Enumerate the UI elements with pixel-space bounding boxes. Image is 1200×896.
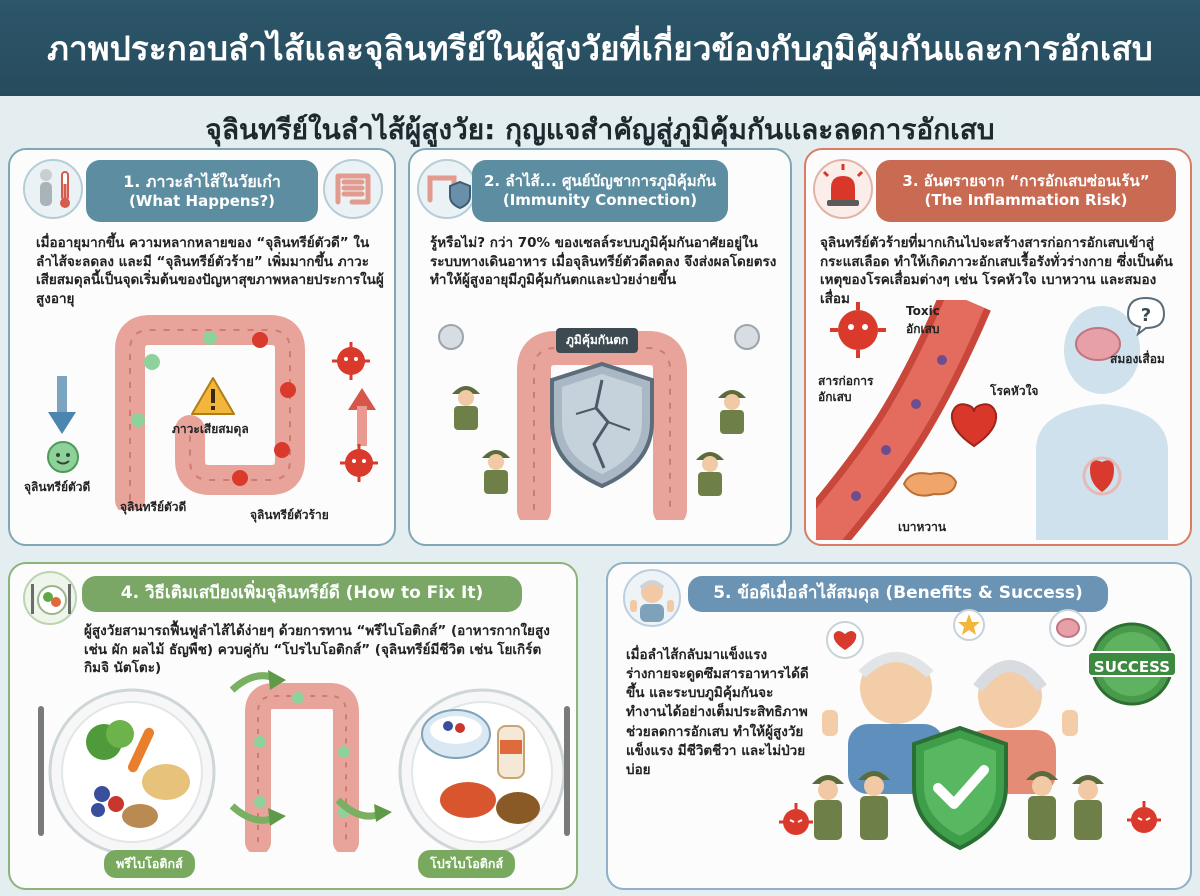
probiotic-plate-illustration xyxy=(398,688,570,856)
intestine-illustration xyxy=(115,315,305,510)
brain-bubble-icon xyxy=(1049,609,1087,647)
label-toxic: Toxic xyxy=(906,304,940,318)
heart-bubble-icon xyxy=(826,621,864,659)
success-badge-icon xyxy=(1087,622,1177,706)
label-dementia: สมองเสื่อม xyxy=(1110,352,1165,366)
defeated-microbe-icon xyxy=(779,803,813,835)
virus-icon xyxy=(734,324,760,350)
defeated-microbe-icon xyxy=(1127,801,1161,833)
page-subtitle: จุลินทรีย์ในลำไส้ผู้สูงวัย: กุญแจสำคัญสู… xyxy=(205,113,995,146)
panel1-body: เมื่ออายุมากขึ้น ความหลากหลายของ “จุลินท… xyxy=(36,235,384,307)
panel-inflammation-risk: 3. อันตรายจาก “การอักเสบซ่อนเร้น” (The I… xyxy=(804,148,1192,546)
intestine-shield-icon xyxy=(417,159,477,219)
soldier-icon xyxy=(696,452,724,496)
bad-microbe-icon xyxy=(332,342,370,380)
soldier-icon xyxy=(718,390,746,434)
soldier-group-right-icon xyxy=(1026,771,1104,840)
panel3-body: จุลินทรีย์ตัวร้ายที่มากเกินไปจะสร้างสารก… xyxy=(820,235,1173,307)
arrow-right-icon xyxy=(230,670,286,693)
arrow-down-icon xyxy=(48,376,76,434)
svg-text:?: ? xyxy=(1141,305,1151,326)
plate-fork-knife-icon xyxy=(23,571,77,625)
panel1-title: 1. ภาวะลำไส้ในวัยเก๋า (What Happens?) xyxy=(86,160,318,222)
label-toxic-th: อักเสบ xyxy=(906,322,940,336)
cracked-shield-icon xyxy=(550,361,654,489)
intestine-illustration xyxy=(245,683,359,852)
label-imbalance: ภาวะเสียสมดุล xyxy=(172,422,249,436)
heart-organ-icon xyxy=(950,403,998,448)
arrow-right-icon xyxy=(336,797,392,822)
green-shield-check-icon xyxy=(912,725,1008,851)
label-inflammatory-1: สารก่อการ xyxy=(818,374,874,388)
pancreas-icon xyxy=(902,472,958,497)
pill-probiotics: โปรไบโอติกส์ xyxy=(418,850,516,878)
blood-vessel-illustration xyxy=(816,300,991,540)
arrow-right-icon xyxy=(230,803,286,826)
label-bad: จุลินทรีย์ตัวร้าย xyxy=(250,508,329,522)
good-microbe-icon xyxy=(47,441,79,473)
label-diabetes: เบาหวาน xyxy=(898,520,947,534)
panel-what-happens: 1. ภาวะลำไส้ในวัยเก๋า (What Happens?) เม… xyxy=(8,148,396,546)
panel5-body: เมื่อลำไส้กลับมาแข็งแรง ร่างกายจะดูดซึมส… xyxy=(626,647,809,778)
panel-immunity-connection: 2. ลำไส้... ศูนย์บัญชาการภูมิคุ้มกัน (Im… xyxy=(408,148,792,546)
label-good-left: จุลินทรีย์ตัวดี xyxy=(24,480,91,494)
label-heart: โรคหัวใจ xyxy=(990,384,1039,398)
panel-how-to-fix: 4. วิธีเติมเสบียงเพิ่มจุลินทรีย์ดี (How … xyxy=(8,562,578,890)
label-inflammatory-2: อักเสบ xyxy=(818,390,852,404)
panel2-body: รู้หรือไม่? กว่า 70% ของเซลล์ระบบภูมิคุ้… xyxy=(430,235,777,289)
panel5-title: 5. ข้อดีเมื่อลำไส้สมดุล (Benefits & Succ… xyxy=(688,576,1108,612)
elderly-thermometer-icon xyxy=(23,159,83,219)
virus-icon xyxy=(438,324,464,350)
header-banner: ภาพประกอบลำไส้และจุลินทรีย์ในผู้สูงวัยที… xyxy=(0,0,1200,96)
page-title: ภาพประกอบลำไส้และจุลินทรีย์ในผู้สูงวัยที… xyxy=(47,28,1153,68)
warning-icon xyxy=(191,377,235,415)
intestine-icon xyxy=(323,159,383,219)
elderly-couple-thumbs-up-icon xyxy=(623,569,681,627)
soldier-icon xyxy=(452,386,480,430)
soldier-group-left-icon xyxy=(812,771,890,840)
human-body-illustration xyxy=(1036,306,1168,540)
soldier-icon xyxy=(482,450,510,494)
panel4-title: 4. วิธีเติมเสบียงเพิ่มจุลินทรีย์ดี (How … xyxy=(82,576,522,612)
panel-benefits-success: 5. ข้อดีเมื่อลำไส้สมดุล (Benefits & Succ… xyxy=(606,562,1192,890)
bad-microbe-icon xyxy=(830,302,886,358)
panel4-body: ผู้สูงวัยสามารถฟื้นฟูลำไส้ได้ง่ายๆ ด้วยก… xyxy=(84,623,550,677)
panel2-title: 2. ลำไส้... ศูนย์บัญชาการภูมิคุ้มกัน (Im… xyxy=(472,160,728,222)
question-bubble-icon: ? xyxy=(1126,296,1166,336)
bad-microbe-icon xyxy=(340,444,378,482)
label-good-bottom: จุลินทรีย์ตัวดี xyxy=(120,500,187,514)
tag-immunity-drop: ภูมิคุ้มกันตก xyxy=(556,328,639,353)
success-badge-text: SUCCESS xyxy=(1093,658,1171,676)
pill-prebiotics: พรีไบโอติกส์ xyxy=(104,850,195,878)
alarm-siren-icon xyxy=(813,159,873,219)
star-bubble-icon xyxy=(953,609,985,641)
panel3-title: 3. อันตรายจาก “การอักเสบซ่อนเร้น” (The I… xyxy=(876,160,1176,222)
arrow-up-icon xyxy=(348,388,376,446)
prebiotic-plate-illustration xyxy=(38,688,216,856)
